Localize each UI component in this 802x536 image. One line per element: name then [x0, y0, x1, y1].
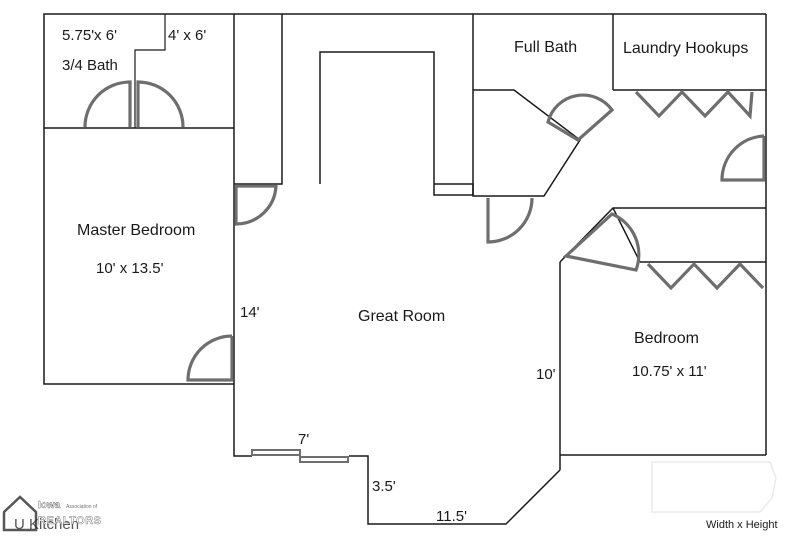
door-swings: [83, 80, 766, 382]
master-bedroom-label: Master Bedroom: [77, 222, 195, 239]
center-alcove: [319, 51, 474, 196]
three-quarter-bath-label: 3/4 Bath: [62, 57, 118, 74]
master-bedroom-size: 10' x 13.5': [96, 260, 164, 277]
slider-panel-right: [299, 456, 349, 463]
full-bath-outline: [472, 14, 582, 197]
dim-step-width: 7': [298, 431, 309, 448]
left-column: [234, 14, 283, 185]
hall-door-swing: [486, 197, 534, 244]
iowa-outline-shape: [651, 461, 777, 513]
great-room-label: Great Room: [358, 308, 445, 325]
logo-association-text: Association of: [66, 504, 98, 510]
great-room-left-wall: [233, 14, 252, 457]
laundry-bifold-doors: [634, 89, 754, 120]
logo-house-icon: [2, 495, 38, 532]
logo-iowa-text: Iowa: [38, 500, 61, 511]
three-quarter-bath-size: 5.75'x 6': [62, 27, 117, 44]
master-closet-door-swing: [234, 184, 278, 226]
master-bedroom-door-swing: [186, 334, 234, 382]
full-bath-label: Full Bath: [514, 39, 577, 56]
logo-realtors-text: REALTORS: [38, 515, 102, 527]
realtors-logo: Iowa Association of REALTORS: [0, 488, 106, 532]
sliding-door: [251, 449, 349, 463]
master-bedroom-outline: [43, 128, 234, 385]
bath-closet-outline: [43, 13, 234, 128]
logo-background: [0, 488, 106, 532]
bedroom-label: Bedroom: [634, 330, 699, 347]
closet-size: 4' x 6': [168, 27, 206, 44]
bifold-doors: [634, 89, 765, 291]
walls: [43, 13, 767, 525]
legend-width-height: Width x Height: [706, 519, 778, 531]
dim-great-room-right: 10': [536, 366, 556, 383]
dim-great-room-left: 14': [240, 304, 260, 321]
dim-bottom-width: 11.5': [436, 508, 467, 525]
laundry-label: Laundry Hookups: [623, 40, 748, 57]
dim-step-depth: 3.5': [372, 478, 396, 495]
closet-partition: [134, 14, 166, 128]
iowa-map-watermark: [651, 461, 777, 513]
full-bath-door-swing: [546, 93, 615, 142]
laundry-side-door-swing: [720, 134, 766, 182]
great-room-bottom-wall: [349, 455, 561, 525]
bath-door-right-swing: [136, 80, 185, 128]
bedroom-size: 10.75' x 11': [632, 363, 707, 380]
slider-panel-left: [251, 449, 301, 456]
bath-door-left-swing: [83, 80, 132, 128]
bedroom-bifold-doors: [646, 261, 765, 291]
bedroom-door-swing: [562, 212, 641, 272]
